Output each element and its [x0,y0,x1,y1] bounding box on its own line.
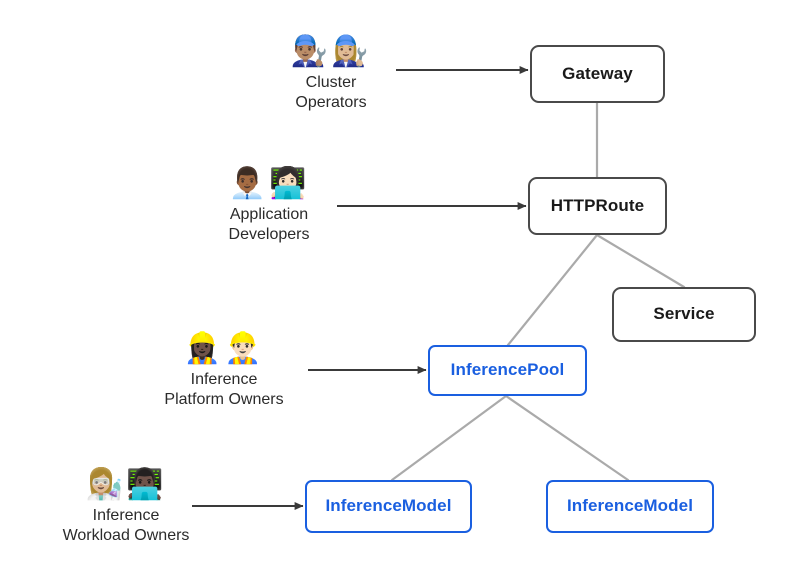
node-gateway[interactable]: Gateway [530,45,665,103]
node-service-label: Service [653,304,715,324]
edge-inferencepool-model-2 [504,394,630,482]
persona-arrows [192,66,529,510]
actor-cluster-operators: 👨🏽‍🔧👩🏼‍🔧 Cluster Operators [231,34,431,114]
node-inferencemodel-2-label: InferenceModel [566,496,694,516]
inference-platform-owners-label: Inference Platform Owners [164,371,284,409]
inference-workload-owners-label: Inference Workload Owners [62,507,190,545]
actor-inference-platform-owners: 👷🏿‍♀️👷🏻‍♂️ Inference Platform Owners [124,331,324,411]
cluster-operators-label: Cluster Operators [295,74,367,112]
node-inferencemodel-2[interactable]: InferenceModel [546,480,714,533]
edge-httproute-service [595,233,686,289]
node-inferencemodel-1[interactable]: InferenceModel [305,480,472,533]
cluster-operators-emoji: 👨🏽‍🔧👩🏼‍🔧 [290,34,372,69]
application-developers-label: Application Developers [228,206,310,244]
inference-workload-owners-emoji: 👩🏼‍🔬👨🏿‍💻 [85,467,167,502]
node-inferencemodel-1-label: InferenceModel [325,496,452,516]
node-inferencepool[interactable]: InferencePool [428,345,587,396]
actor-application-developers: 👨🏾‍💼👩🏻‍💻 Application Developers [169,166,369,246]
actor-inference-workload-owners: 👩🏼‍🔬👨🏿‍💻 Inference Workload Owners [26,467,226,547]
node-inferencepool-label: InferencePool [450,360,565,380]
edge-httproute-inferencepool [506,233,599,347]
inference-platform-owners-emoji: 👷🏿‍♀️👷🏻‍♂️ [183,331,265,366]
node-httproute-label: HTTPRoute [550,195,645,215]
edge-inferencepool-model-1 [390,394,508,482]
node-httproute[interactable]: HTTPRoute [528,177,667,235]
node-gateway-label: Gateway [562,63,633,83]
application-developers-emoji: 👨🏾‍💼👩🏻‍💻 [228,166,310,201]
node-service[interactable]: Service [612,287,756,342]
